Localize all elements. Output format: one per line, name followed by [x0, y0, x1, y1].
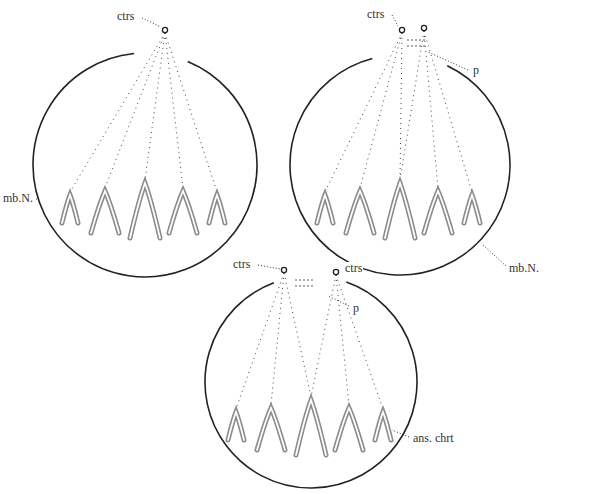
- chromosome-split: [257, 408, 285, 450]
- part-label: ctrs: [116, 10, 135, 22]
- chromosome-split: [424, 191, 452, 233]
- centrosome: [333, 269, 338, 274]
- cell: [290, 25, 510, 275]
- part-label: ans. chrt: [412, 432, 455, 444]
- chromosome-split: [375, 412, 391, 440]
- chromosome: [169, 191, 197, 233]
- part-label: p: [352, 302, 360, 314]
- granule: [423, 45, 425, 47]
- spindle-fibre: [424, 31, 438, 188]
- granule: [303, 285, 305, 287]
- part-label: ctrs: [366, 8, 385, 20]
- granule: [307, 279, 309, 281]
- chromosome: [257, 408, 285, 450]
- granule: [299, 285, 301, 287]
- cell: [33, 27, 257, 277]
- chromosome: [424, 191, 452, 233]
- nuclear-membrane: [290, 59, 510, 275]
- granule: [411, 39, 413, 41]
- centrosome: [399, 27, 404, 32]
- granule: [419, 39, 421, 41]
- chromosome-split: [169, 191, 197, 233]
- spindle-fibre: [165, 33, 217, 192]
- nuclear-membrane: [33, 54, 257, 277]
- chromosome: [296, 400, 326, 455]
- chromosome-split: [130, 183, 160, 238]
- chromosome-split: [62, 195, 78, 223]
- granule: [419, 45, 421, 47]
- spindle-fibre: [271, 273, 284, 405]
- chromosome: [130, 183, 160, 238]
- leader-line: [392, 15, 398, 26]
- part-label: ctrs: [232, 258, 251, 270]
- part-label: mb.N.: [2, 192, 34, 204]
- spindle-fibre: [284, 273, 311, 397]
- chromosome: [228, 412, 244, 440]
- chromosome: [317, 195, 333, 223]
- granule: [411, 45, 413, 47]
- chromosome-split: [464, 195, 480, 223]
- cell: [205, 267, 417, 488]
- chromosome-split: [346, 191, 374, 233]
- granule: [299, 279, 301, 281]
- leader-line: [392, 430, 409, 437]
- granule: [415, 45, 417, 47]
- part-label: ctrs: [344, 262, 363, 274]
- centrosome: [421, 25, 426, 30]
- leader-line: [328, 296, 349, 306]
- spindle-fibre: [311, 275, 336, 397]
- granule: [295, 279, 297, 281]
- spindle-fibre: [325, 33, 402, 192]
- spindle-fibre: [70, 33, 165, 192]
- leader-line: [142, 18, 161, 27]
- chromosome-split: [228, 412, 244, 440]
- chromosome: [346, 191, 374, 233]
- granule: [407, 39, 409, 41]
- granule: [407, 45, 409, 47]
- part-label: p: [472, 64, 480, 76]
- granule: [311, 279, 313, 281]
- chromosome-split: [209, 195, 225, 223]
- spindle-fibre: [145, 33, 165, 180]
- centrosome: [162, 27, 167, 32]
- granule: [303, 279, 305, 281]
- spindle-fibre: [336, 275, 383, 409]
- chromosome: [62, 195, 78, 223]
- chromosome: [91, 191, 119, 233]
- chromosome-split: [296, 400, 326, 455]
- leader-lines: [33, 15, 506, 437]
- leader-line: [482, 244, 506, 266]
- granule: [295, 285, 297, 287]
- chromosome-split: [91, 191, 119, 233]
- spindle-fibre: [424, 31, 472, 192]
- chromosome: [375, 412, 391, 440]
- chromosome: [385, 183, 415, 238]
- granule: [307, 285, 309, 287]
- spindle-fibre: [400, 31, 424, 180]
- part-label: mb.N.: [508, 262, 540, 274]
- spindle-fibre: [400, 33, 402, 180]
- chromosome-split: [385, 183, 415, 238]
- chromosome-split: [317, 195, 333, 223]
- chromosome: [335, 408, 363, 450]
- leader-line: [428, 52, 468, 70]
- chromosome: [209, 195, 225, 223]
- chromosome-split: [335, 408, 363, 450]
- spindle-fibre: [360, 33, 402, 188]
- granule: [311, 285, 313, 287]
- chromosome: [464, 195, 480, 223]
- spindle-fibre: [165, 33, 183, 188]
- nuclear-membrane: [205, 282, 417, 488]
- centrosome: [281, 267, 286, 272]
- granule: [415, 39, 417, 41]
- spindle-fibre: [236, 273, 284, 409]
- leader-line: [258, 265, 280, 269]
- granule: [423, 39, 425, 41]
- spindle-fibre: [105, 33, 165, 188]
